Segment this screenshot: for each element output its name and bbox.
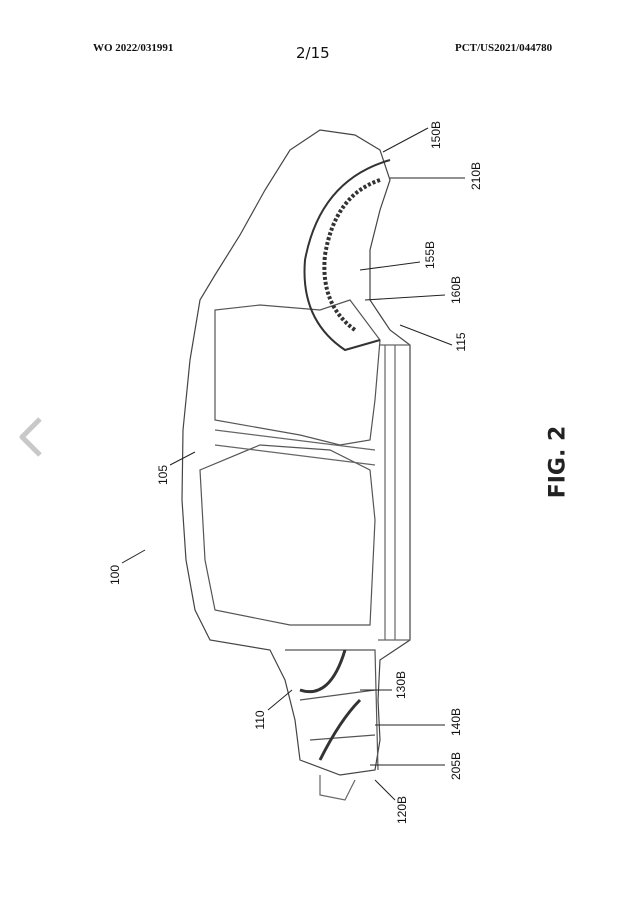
ref-label-150b: 150B xyxy=(429,120,443,150)
chevron-left-icon xyxy=(19,417,42,457)
ref-label-100: 100 xyxy=(108,564,122,586)
ref-label-160b: 160B xyxy=(449,275,463,305)
ref-label-140b: 140B xyxy=(449,707,463,737)
figure-title: FIG. 2 xyxy=(545,425,571,499)
ref-label-110: 110 xyxy=(253,710,267,730)
ref-label-155b: 155B xyxy=(423,240,437,270)
ref-label-210b: 210B xyxy=(469,161,483,191)
ref-label-120b: 120B xyxy=(395,795,409,825)
application-number: PCT/US2021/044780 xyxy=(455,42,553,54)
ref-label-115: 115 xyxy=(454,332,468,352)
ref-label-205b: 205B xyxy=(449,751,463,781)
page-indicator: 2/15 xyxy=(296,44,330,62)
publication-number: WO 2022/031991 xyxy=(93,42,174,54)
ref-label-130b: 130B xyxy=(394,670,408,700)
previous-page-button[interactable] xyxy=(14,415,50,459)
ref-label-105: 105 xyxy=(156,464,170,486)
